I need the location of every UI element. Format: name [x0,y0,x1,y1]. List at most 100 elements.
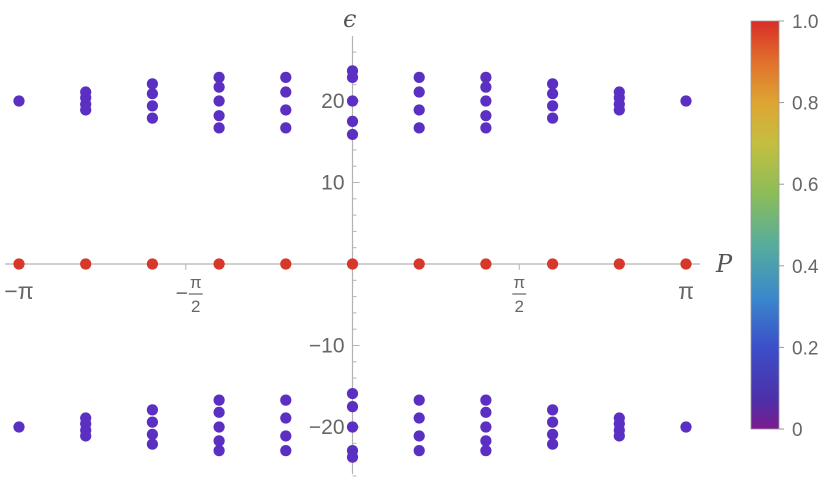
data-point [280,445,292,457]
svg-text:π: π [190,273,202,292]
data-point [346,421,359,433]
data-point [280,122,292,134]
data-point [547,78,559,90]
data-point [213,95,225,107]
data-point [213,421,225,433]
data-point [413,104,425,116]
data-point [213,394,225,406]
y-axis-label: ϵ [343,5,356,33]
x-tick-label: −π 2 [176,273,203,316]
svg-text:2: 2 [515,297,524,316]
data-points [13,65,692,463]
data-point [146,428,158,440]
data-point [280,258,292,270]
colorbar-tick-label: 0.6 [792,175,818,196]
data-point [547,88,559,100]
data-point [480,258,492,270]
data-point [346,71,359,83]
data-point [213,110,225,122]
colorbar-tick-label: 0.2 [792,338,818,359]
x-tick-label: π [678,278,694,304]
data-point [146,100,158,112]
y-tick-label: 10 [321,172,344,195]
data-point [547,258,559,270]
data-point [346,258,359,270]
data-point [346,387,359,400]
data-point [213,406,225,418]
data-point [480,122,492,134]
svg-text:π: π [678,278,694,304]
data-point [146,404,158,416]
data-point [413,258,425,270]
data-point [346,95,359,107]
data-point [680,258,692,270]
data-point [547,112,559,124]
data-point [280,104,292,116]
data-point [280,71,292,83]
data-point [13,421,25,433]
data-point [613,258,625,270]
data-point [80,430,92,442]
data-point [280,430,292,442]
colorbar-tick-label: 0.8 [792,94,818,115]
data-point [680,95,692,107]
data-point [146,112,158,124]
data-point [480,95,492,107]
data-point [213,81,225,93]
y-ticks: 20 10 −10 −20 [309,90,345,439]
data-point [13,95,25,107]
data-point [346,115,359,127]
data-point [480,435,492,447]
data-point [80,104,92,116]
data-point [547,428,559,440]
data-point [146,78,158,90]
data-point [146,416,158,428]
y-tick-label: −20 [309,416,345,439]
data-point [413,445,425,457]
x-tick-label: π2 [512,273,527,316]
colorbar-tick-label: 1.0 [792,12,818,33]
svg-text:2: 2 [191,297,200,316]
y-tick-label: 20 [321,90,344,113]
data-point [280,394,292,406]
data-point [413,86,425,98]
data-point [146,258,158,270]
colorbar-ticks: 1.00.80.60.40.20 [779,12,819,441]
data-point [13,258,25,270]
data-point [480,394,492,406]
data-point [346,128,359,141]
data-point [480,421,492,433]
data-point [213,445,225,457]
data-point [547,416,559,428]
x-tick-label: −π [4,278,33,304]
data-point [346,401,359,413]
svg-text:π: π [513,273,525,292]
data-point [280,412,292,424]
data-point [413,394,425,406]
data-point [213,122,225,134]
data-point [80,258,92,270]
data-point [346,451,359,463]
x-axis-label: P [715,250,733,278]
data-point [547,438,559,450]
data-point [413,71,425,83]
data-point [413,430,425,442]
data-point [547,404,559,416]
data-point [413,122,425,134]
colorbar [750,20,780,430]
data-point [146,88,158,100]
data-point [480,71,492,83]
data-point [547,100,559,112]
data-point [480,110,492,122]
svg-text:−: − [176,282,188,305]
data-point [480,81,492,93]
data-point [213,258,225,270]
data-point [613,430,625,442]
data-point [146,438,158,450]
y-tick-label: −10 [309,335,345,358]
data-point [213,435,225,447]
colorbar-tick-label: 0 [792,420,803,441]
data-point [613,104,625,116]
